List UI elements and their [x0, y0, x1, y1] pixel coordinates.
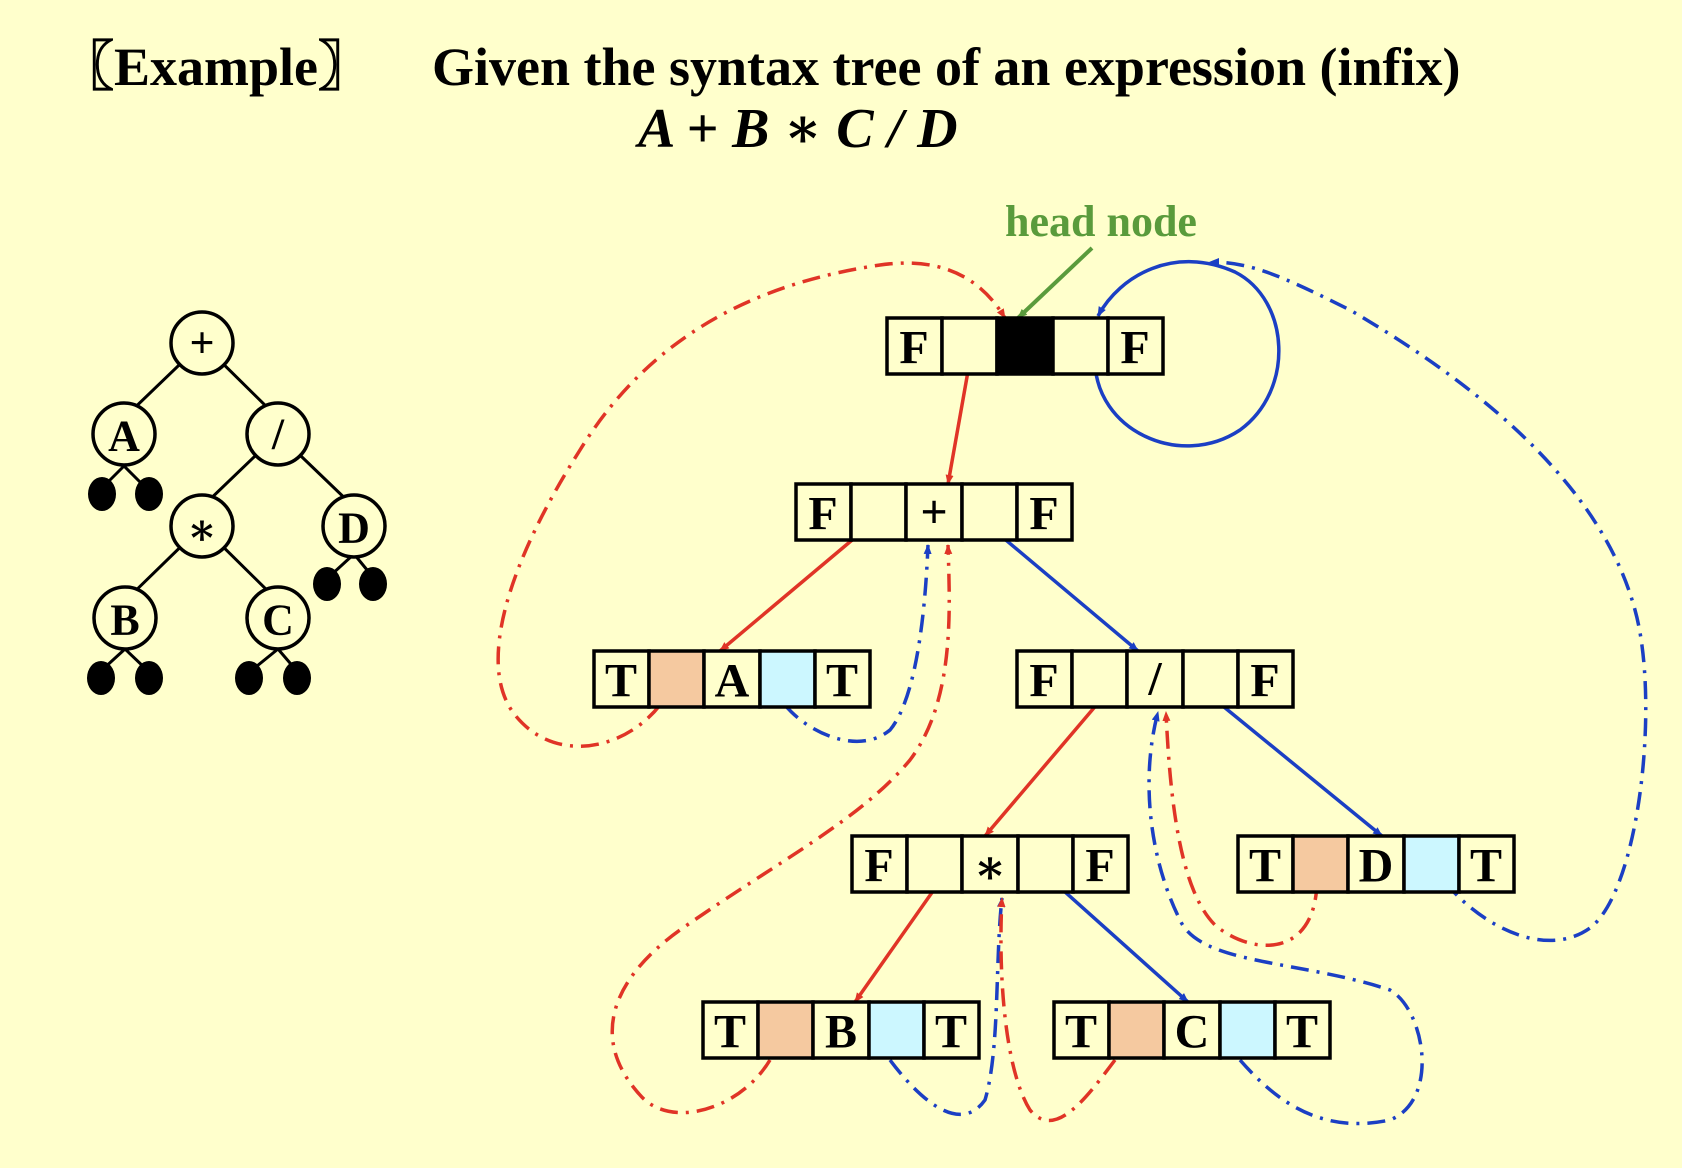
ptr-slash-left [983, 687, 1112, 838]
data: A [715, 655, 750, 708]
record-plus: F + F [794, 482, 1074, 542]
head-node-arrow [1016, 246, 1094, 320]
rtag: F [1250, 655, 1279, 708]
thread-c-left [997, 897, 1117, 1123]
rtag: T [826, 655, 858, 708]
thread-links [496, 258, 1648, 1126]
tree-node-label: D [338, 504, 370, 553]
thread-head-right [1093, 259, 1281, 448]
title-text: Given the syntax tree of an expression (… [432, 37, 1461, 97]
rtag: F [1120, 322, 1149, 375]
tree-node-b: B [92, 585, 158, 651]
thread-b-left [610, 544, 953, 1115]
ptr-slash-right [1200, 687, 1384, 838]
rtag: T [935, 1006, 967, 1059]
record-slash: F / F [1015, 649, 1295, 709]
tree-node-label: / [271, 410, 285, 459]
ptr-star-left [853, 872, 947, 1004]
thread-d-left [1162, 711, 1319, 947]
threaded-nodes: F F F + F T A T [592, 316, 1516, 1060]
record-head: F F [885, 316, 1165, 376]
slide-title: 〖Example〗 Given the syntax tree of an exp… [60, 22, 1460, 101]
record-d: T D T [1236, 834, 1516, 894]
rtag: T [1470, 840, 1502, 893]
tree-node-root: + [169, 310, 235, 376]
data: ∗ [973, 842, 1006, 895]
ptr-star-right [1043, 872, 1190, 1004]
head-node-label: head node [1005, 197, 1197, 246]
child-pointers [718, 359, 1384, 1004]
null-pointer-dots [87, 477, 387, 695]
record-a: T A T [592, 649, 872, 709]
data: B [825, 1006, 857, 1059]
thread-a-right [783, 544, 932, 744]
record-c: T C T [1052, 1000, 1332, 1060]
ptr-head-left [945, 359, 972, 485]
tree-node-label: + [189, 319, 214, 368]
tree-node-c: C [245, 585, 311, 651]
tree-node-label: C [262, 596, 294, 645]
ltag: T [605, 655, 637, 708]
ltag: F [808, 488, 837, 541]
tree-node-label: ∗ [187, 506, 217, 555]
thread-d-right [1209, 258, 1648, 943]
data: D [1359, 840, 1394, 893]
tree-node-a: A [91, 401, 157, 467]
syntax-tree: + A / ∗ D B C [87, 310, 387, 695]
ltag: T [1065, 1006, 1097, 1059]
ltag: F [899, 322, 928, 375]
tree-node-div: / [245, 401, 311, 467]
rtag: F [1085, 840, 1114, 893]
ptr-plus-left [718, 523, 872, 653]
ltag: F [1029, 655, 1058, 708]
record-b: T B T [701, 1000, 981, 1060]
tree-node-d: D [321, 493, 387, 559]
rtag: T [1286, 1006, 1318, 1059]
data: / [1147, 653, 1162, 706]
ltag: F [864, 840, 893, 893]
thread-c-right [1147, 711, 1424, 1126]
expression: A + B ∗ C / D [638, 98, 958, 160]
ptr-plus-right [986, 523, 1140, 653]
ltag: T [714, 1006, 746, 1059]
data: + [920, 486, 947, 539]
tree-node-mul: ∗ [169, 493, 235, 559]
data: C [1175, 1006, 1210, 1059]
thread-b-right [888, 897, 1005, 1117]
tree-node-label: B [110, 596, 139, 645]
record-star: F ∗ F [850, 834, 1130, 895]
tree-node-label: A [108, 412, 140, 461]
example-tag: 〖Example〗 [60, 37, 373, 97]
thread-a-left [496, 261, 1007, 748]
rtag: F [1029, 488, 1058, 541]
ltag: T [1249, 840, 1281, 893]
